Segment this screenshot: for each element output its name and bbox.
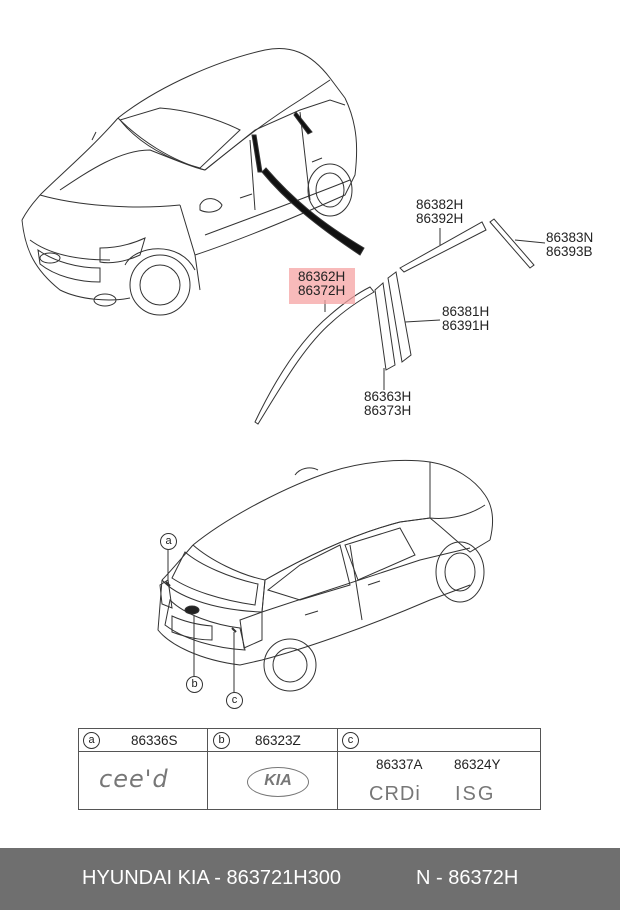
part-86382H bbox=[399, 221, 487, 273]
callout-label: 86383N bbox=[546, 230, 594, 245]
kia-logo-text: KIA bbox=[264, 772, 292, 789]
callout-label: 86381H bbox=[442, 304, 490, 319]
part-86362H bbox=[254, 286, 375, 425]
legend-table: a 86336S b 86323Z c 86337A 86324Y cee'd … bbox=[78, 728, 541, 810]
marker-b: b bbox=[186, 676, 203, 693]
marker-a: a bbox=[160, 533, 177, 550]
sash-black-strip bbox=[261, 167, 365, 256]
legend-code: 86324Y bbox=[454, 757, 501, 772]
kia-logo-emblem: KIA bbox=[247, 767, 309, 797]
callout-label: 86373H bbox=[364, 403, 412, 418]
legend-code: 86337A bbox=[376, 757, 423, 772]
crdi-emblem: CRDi bbox=[369, 783, 421, 805]
front-window-strip bbox=[293, 111, 313, 135]
legend-divider bbox=[207, 729, 208, 809]
callout-label: 86392H bbox=[416, 211, 464, 226]
legend-header-row bbox=[79, 729, 540, 752]
footer-bar: HYUNDAI KIA - 863721H300 N - 86372H bbox=[0, 848, 620, 910]
rear-car-illustration bbox=[157, 459, 493, 692]
highlight-box bbox=[289, 268, 355, 304]
footer-short-number: N - 86372H bbox=[416, 867, 519, 889]
callout-label: 86391H bbox=[442, 318, 490, 333]
marker-c: c bbox=[226, 692, 243, 709]
callout-label-highlighted: 86372H bbox=[298, 283, 346, 298]
legend-code: 86336S bbox=[131, 733, 178, 748]
parts-diagram bbox=[21, 48, 546, 692]
front-pillar-strip bbox=[251, 134, 263, 173]
part-86381H bbox=[387, 271, 412, 363]
part-86363H bbox=[374, 282, 396, 371]
callout-label: 86362H bbox=[298, 269, 346, 284]
footer-part-number: HYUNDAI KIA - 863721H300 bbox=[82, 867, 342, 889]
callout-label: 86393B bbox=[546, 244, 593, 259]
callout-label: 86363H bbox=[364, 389, 412, 404]
isg-emblem: ISG bbox=[455, 783, 496, 805]
legend-marker-b: b bbox=[213, 732, 230, 749]
legend-marker-c: c bbox=[342, 732, 359, 749]
part-86383N bbox=[489, 218, 535, 269]
callout-label: 86382H bbox=[416, 197, 464, 212]
legend-divider bbox=[337, 729, 338, 809]
ceed-emblem: cee'd bbox=[99, 765, 169, 793]
legend-code: 86323Z bbox=[255, 733, 301, 748]
front-car-illustration bbox=[21, 48, 358, 316]
legend-marker-a: a bbox=[83, 732, 100, 749]
